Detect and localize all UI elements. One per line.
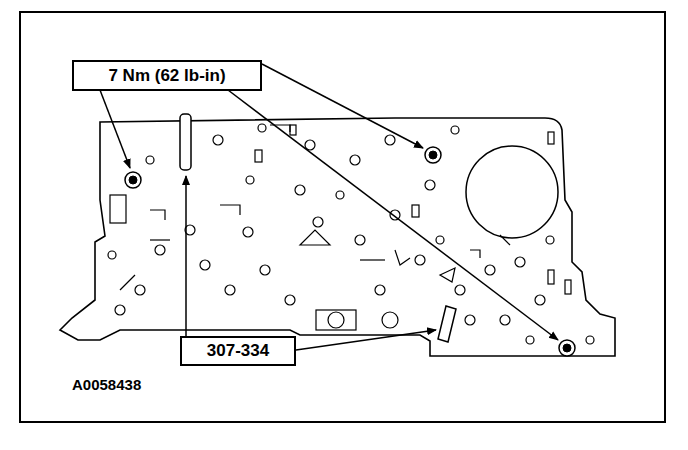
figure-number: A0058438 xyxy=(72,376,141,393)
leader-lines xyxy=(100,64,558,350)
tool-number-box: 307-334 xyxy=(180,336,296,366)
callout-text: 7 Nm (62 lb-in) xyxy=(108,66,225,86)
alignment-pins xyxy=(180,114,456,342)
attaching-bolts xyxy=(125,147,575,356)
large-port xyxy=(466,146,558,238)
torque-callout-box: 7 Nm (62 lb-in) xyxy=(72,60,262,91)
callout-text: 307-334 xyxy=(207,341,269,361)
frame xyxy=(20,12,665,422)
